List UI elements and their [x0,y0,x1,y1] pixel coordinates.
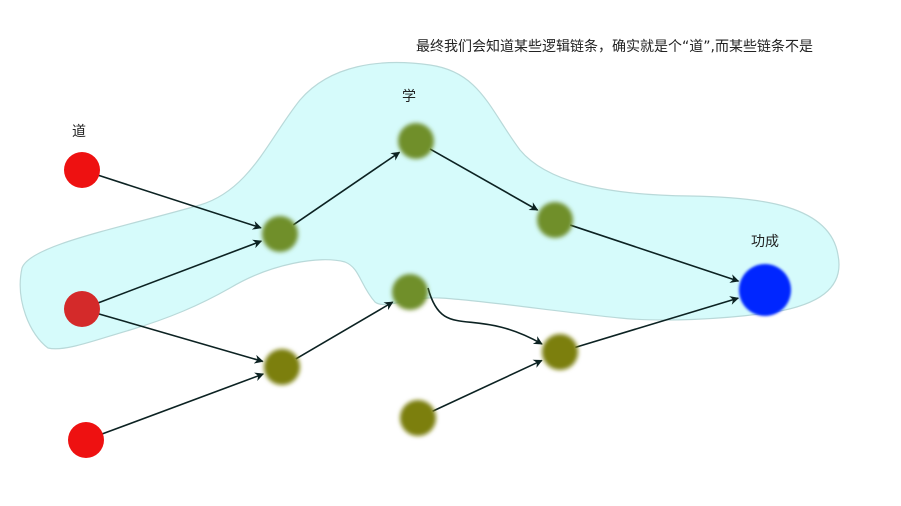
dao-region [19,61,840,350]
caption-text: 最终我们会知道某些逻辑链条，确实就是个“道”,而某些链条不是 [416,39,813,55]
edge-g4-o2 [427,287,543,345]
edge-r1-g1 [96,174,262,230]
dao-label: 道 [72,124,86,140]
node-b1 [739,264,791,316]
node-r2 [64,291,100,327]
edge-g1-g2 [292,151,401,226]
node-o2 [542,334,578,370]
edge-r2-o1 [97,312,264,364]
node-r3 [68,422,104,458]
node-g4 [392,274,428,310]
edge-o2-b1 [575,296,740,349]
edge-o3-o2 [432,359,543,412]
node-g2 [398,123,434,159]
xue-label: 学 [402,89,416,105]
gongcheng-label: 功成 [751,234,779,250]
edge-r3-o1 [100,372,265,436]
edge-o1-g4 [295,301,394,360]
edge-g3-b1 [569,224,740,283]
node-o3 [400,400,436,436]
node-o1 [264,349,300,385]
node-g1 [262,216,298,252]
edge-g2-g3 [429,148,539,211]
node-g3 [537,202,573,238]
node-r1 [64,152,100,188]
edge-r2-g1 [96,239,263,305]
